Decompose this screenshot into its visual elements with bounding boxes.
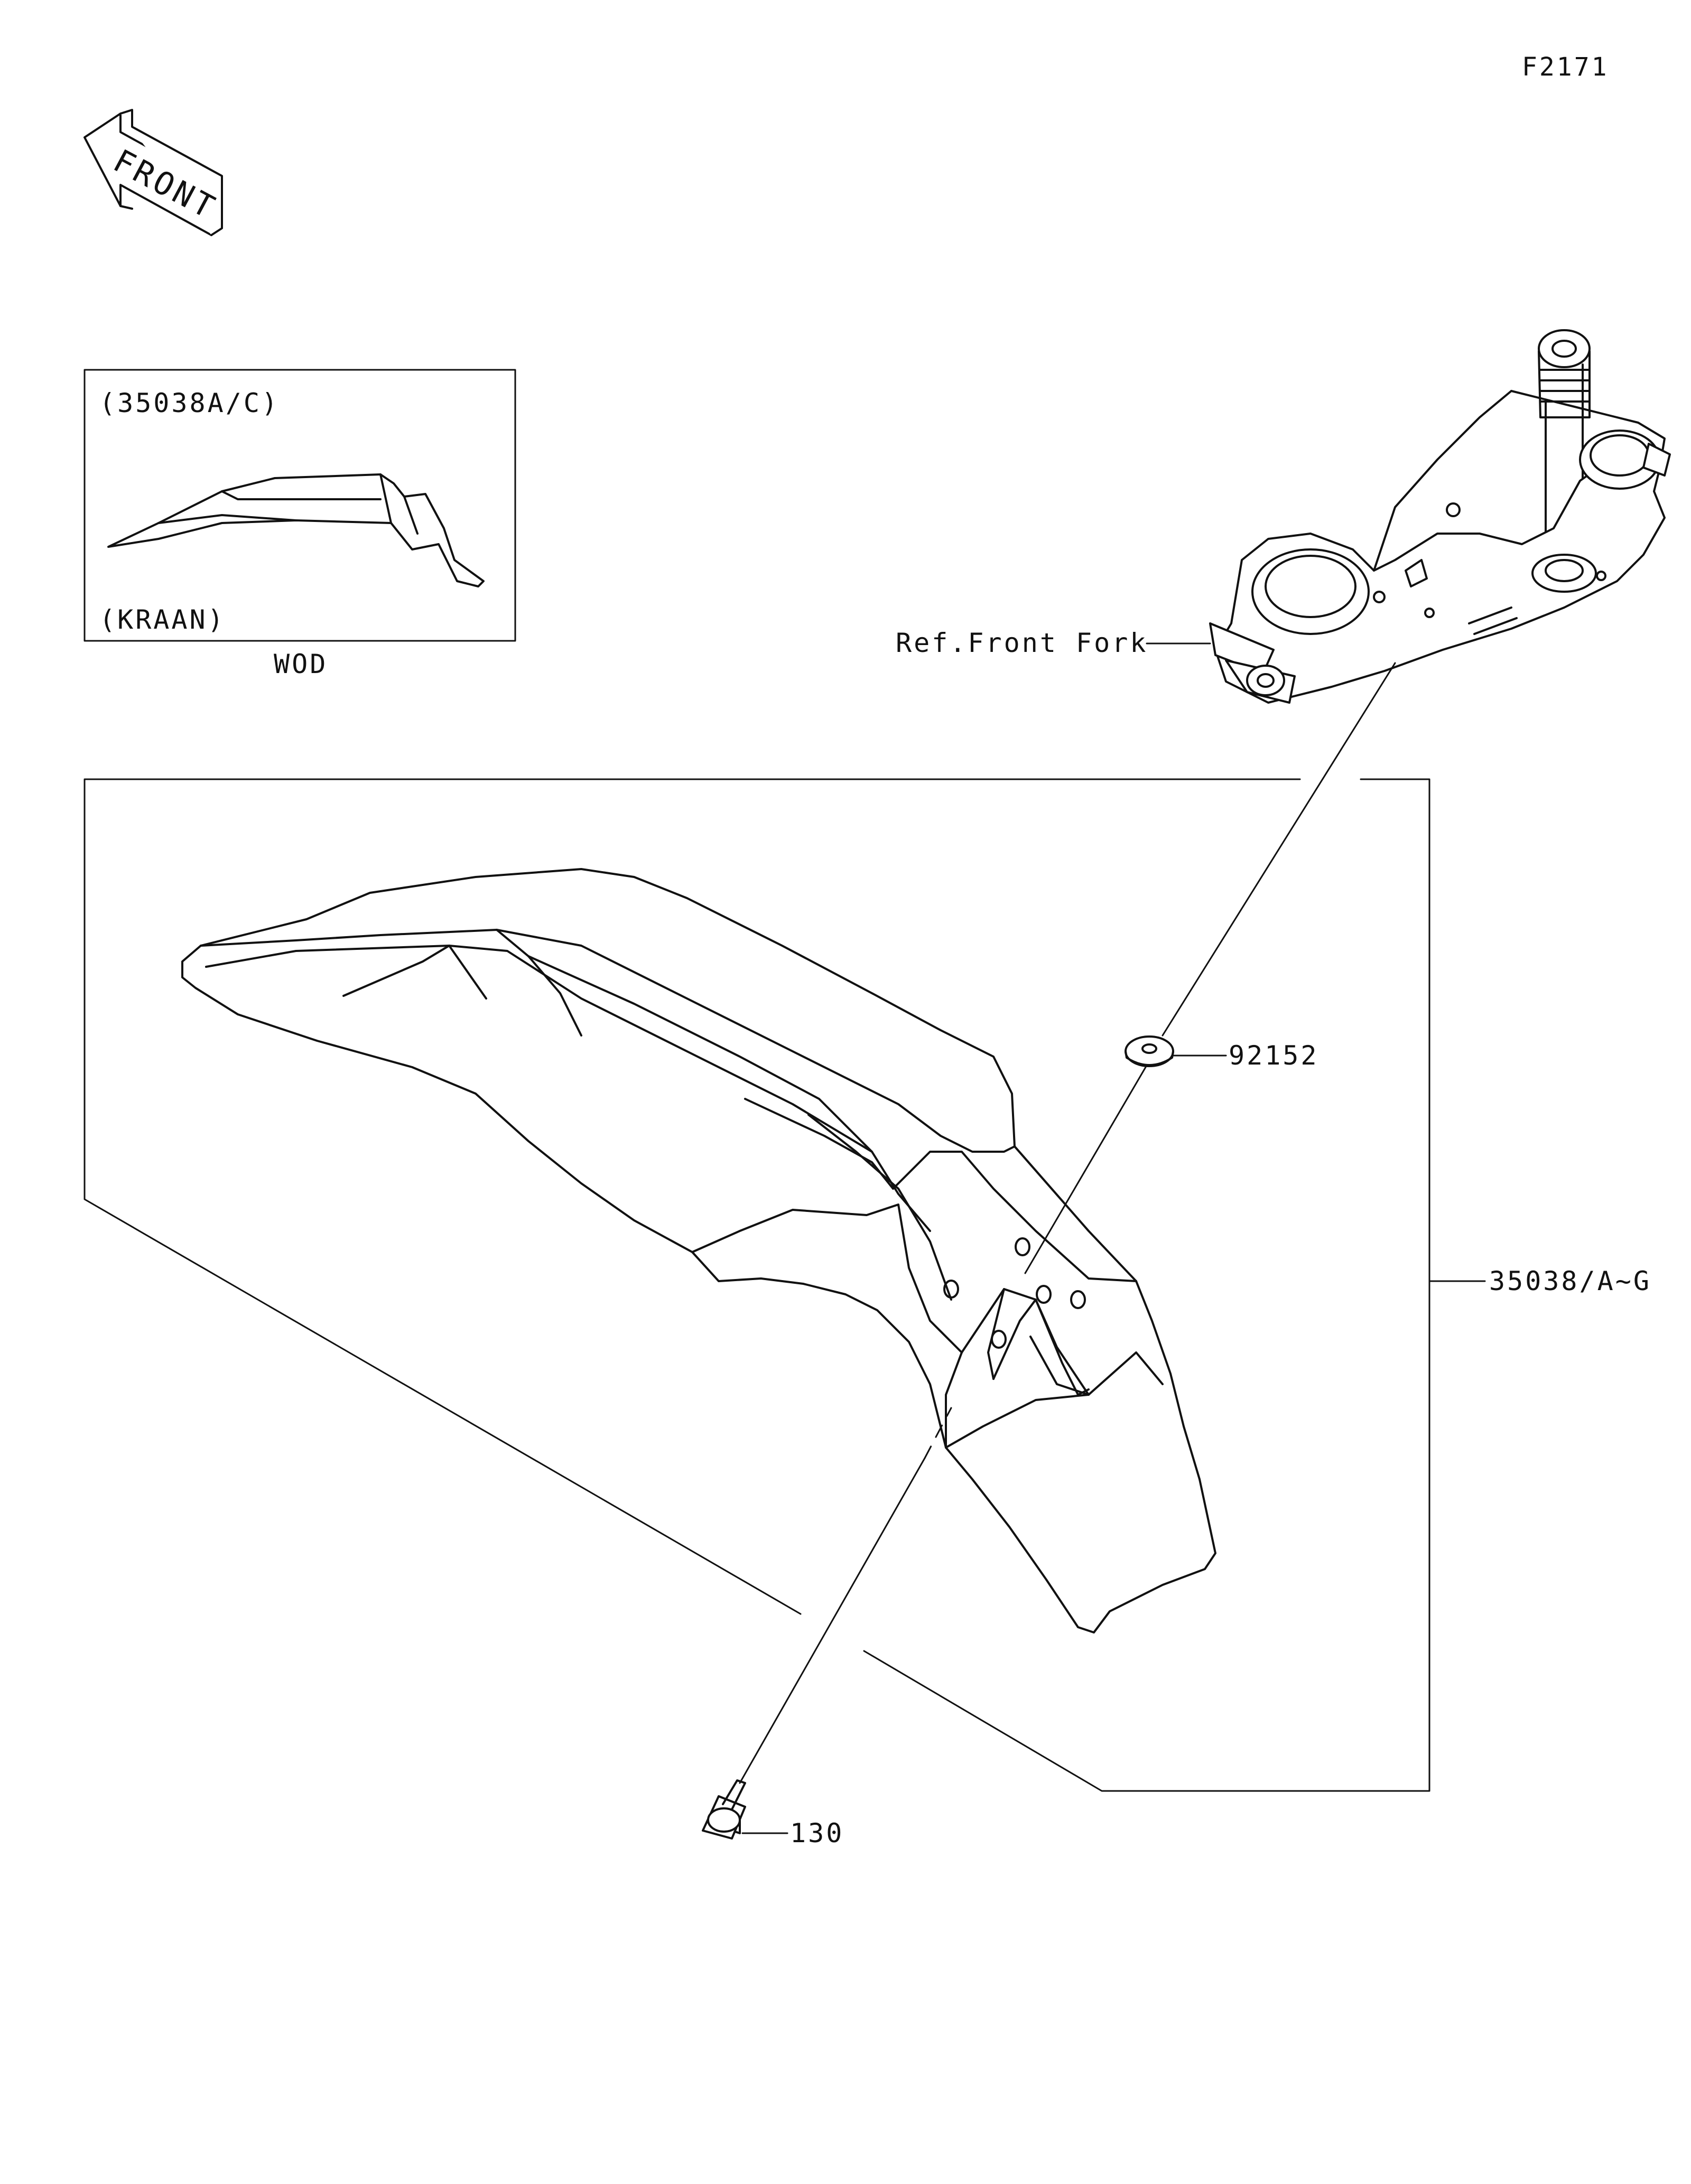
bolt-icon (702, 1779, 746, 1840)
washer-icon (1125, 1035, 1174, 1067)
fender-callout-box (83, 778, 1430, 1792)
front-direction-arrow-icon: FRONT (83, 109, 223, 236)
washer-part-number: 92152 (1229, 1040, 1319, 1071)
front-fender-icon (181, 868, 1216, 1634)
variant-inset-box (83, 369, 516, 642)
washer-to-fender-leader (1024, 1066, 1147, 1274)
diagram-code: F2171 (1522, 52, 1609, 82)
fender-part-number: 35038/A~G (1489, 1266, 1651, 1296)
ref-front-fork-label: Ref.Front Fork (896, 628, 1148, 658)
leader-lines (739, 642, 1486, 1834)
steering-stem-icon (1209, 329, 1671, 704)
bolt-part-number: 130 (790, 1818, 844, 1849)
bolt-to-fender-leader (739, 1457, 926, 1784)
inset-top-label: (35038A/C) (99, 388, 280, 418)
inset-fender-icon (107, 473, 485, 587)
inset-caption: WOD (274, 649, 328, 679)
bolt-to-fender-dashed (924, 1407, 952, 1459)
washer-to-stem-leader (1162, 662, 1396, 1037)
inset-bottom-label: (KRAAN) (99, 604, 226, 635)
